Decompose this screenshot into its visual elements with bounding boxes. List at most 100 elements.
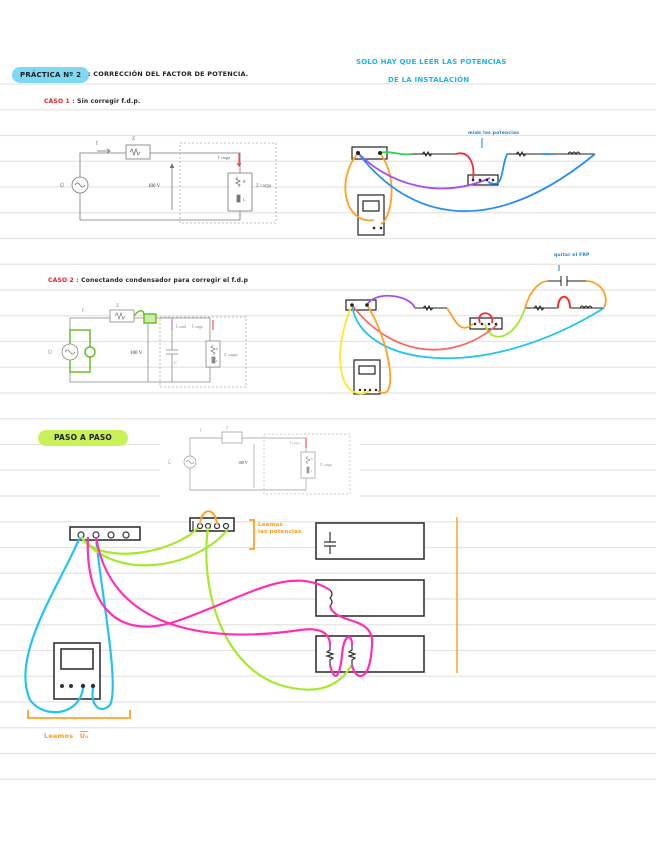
top-note-line1: SOLO HAY QUE LEER LAS POTENCIAS [356, 58, 507, 66]
step-circuit-diagram: Ū Ī Z 100 V Ī carga R L Z carga [160, 422, 360, 498]
green-voltmeter-symbol [84, 346, 96, 358]
source-current-label: Ī [200, 428, 202, 433]
red-wire [478, 312, 494, 324]
voltage-label: 100 V [130, 351, 143, 356]
wattmeter-box [69, 526, 141, 541]
resistor-symbol-2 [347, 645, 357, 665]
capacitor-symbol [324, 532, 336, 554]
source-voltage-label: Ū [60, 182, 65, 189]
lime-wire-2 [80, 528, 229, 567]
purple-wire [357, 152, 491, 190]
green-voltmeter-wire [69, 329, 91, 373]
load-r-label: R [243, 179, 246, 184]
green-wire [379, 151, 413, 156]
practice-title: : CORRECCIÓN DEL FACTOR DE POTENCIA. [88, 70, 249, 78]
capacitor-panel [315, 522, 425, 560]
line-impedance-label: Z [116, 304, 119, 309]
line-impedance-box [125, 144, 151, 160]
source-current-label: Ī [82, 308, 84, 314]
load-impedance-label: Z carga [224, 352, 238, 357]
orange-jumper [199, 510, 218, 525]
lime-wire-3 [205, 527, 353, 691]
case2-label: CASO 2 : [48, 277, 79, 284]
powers-note-line1: Leemos [258, 522, 283, 528]
source-current-label: Ī [96, 141, 98, 147]
source-voltage-label: Ū [48, 349, 53, 356]
purple-wire [366, 294, 416, 309]
inductor-panel [315, 579, 425, 617]
orange-wire [344, 152, 375, 222]
wattmeter-box [345, 299, 377, 311]
multimeter-screen [362, 200, 380, 212]
step-by-step-label: PASO A PASO [38, 430, 129, 446]
yellow-wire [339, 304, 371, 395]
voltage-label: 100 V [238, 460, 248, 465]
magenta-wire-4 [328, 635, 354, 677]
red-jumper [557, 295, 571, 309]
red-wire [455, 152, 475, 181]
green-ammeter-symbol [143, 313, 157, 324]
load-l-label: L [243, 197, 246, 202]
lime-wire [484, 307, 526, 338]
voltage-bracket [27, 710, 131, 719]
blue-wire-2 [487, 153, 508, 185]
voltage-note: Leemos U₀ [44, 733, 88, 740]
load-r-label: R [216, 347, 219, 351]
voltage-note-symbol: U₀ [79, 732, 89, 740]
load-r-label: R [311, 457, 313, 461]
case2-heading: CASO 2 : Conectando condensador para cor… [48, 277, 248, 284]
load-l-label: L [216, 359, 218, 363]
case1-wiring-note: mide las potencias [468, 131, 520, 136]
powers-note: Leemos las potencias [258, 522, 302, 536]
resistor-line-1 [412, 150, 595, 158]
case1-wiring-sketch [344, 138, 596, 236]
capacitor-label: C [174, 360, 177, 365]
orange-wire [446, 307, 474, 329]
case1-label: CASO 1 : [44, 98, 75, 105]
case2-description: Conectando condensador para corregir el … [81, 277, 249, 284]
orange-wire-4 [366, 304, 392, 394]
load-current-label: Ī carga [290, 440, 300, 445]
blue-wire [357, 152, 596, 212]
powers-bracket [249, 519, 255, 550]
multimeter-screen [60, 648, 94, 670]
load-dashed-box [179, 142, 277, 224]
magenta-wire-3 [328, 605, 374, 678]
multimeter-screen [358, 365, 376, 375]
cap-current-label: Ī cond [176, 324, 186, 329]
voltage-note-text: Leemos [44, 732, 74, 740]
source-voltage-label: Ū [168, 460, 172, 466]
resistor-symbol-1 [325, 645, 335, 665]
cyan-wire-2 [91, 536, 114, 711]
line-impedance-label: Z [226, 425, 229, 430]
powers-note-line2: las potencias [258, 529, 302, 535]
load-l-label: L [311, 469, 313, 473]
load-current-label: Ī carga [192, 324, 203, 329]
load-impedance-box [205, 340, 221, 368]
magenta-wire-2 [94, 536, 332, 646]
top-note-line2: DE LA INSTALACIÓN [388, 76, 470, 84]
case1-circuit-diagram: Ū Ī Z 100 V Ī carga R L Z carga [60, 137, 277, 224]
inductor-symbol [329, 589, 333, 607]
capacitor-symbol [548, 276, 586, 286]
case2-wiring-sketch [339, 265, 607, 395]
case1-heading: CASO 1 : Sin corregir f.d.p. [44, 98, 140, 105]
voltage-label: 100 V [148, 184, 161, 189]
circuit-loop [79, 152, 241, 221]
load-current-label: Ī carga [218, 155, 230, 160]
case1-description: Sin corregir f.d.p. [77, 98, 141, 105]
magenta-wire-1 [86, 536, 331, 628]
case2-wiring-note: quitar el FRP [554, 253, 590, 258]
case2-circuit-diagram: Ū Ī Z 100 V Ī cond C Ī carga R L Z carga [48, 304, 247, 388]
line-impedance-label: Z [132, 137, 135, 142]
load-dashed-box [159, 316, 247, 388]
orange-wire-2 [379, 152, 393, 225]
cyan-wire-1 [24, 536, 85, 714]
load-impedance-label: Z carga [256, 184, 272, 189]
practice-label: PRÁCTICA Nº 2 [12, 67, 90, 83]
load-impedance-label: Z carga [320, 462, 332, 467]
capacitor-symbol [166, 318, 178, 382]
orange-wire-3 [585, 280, 607, 309]
